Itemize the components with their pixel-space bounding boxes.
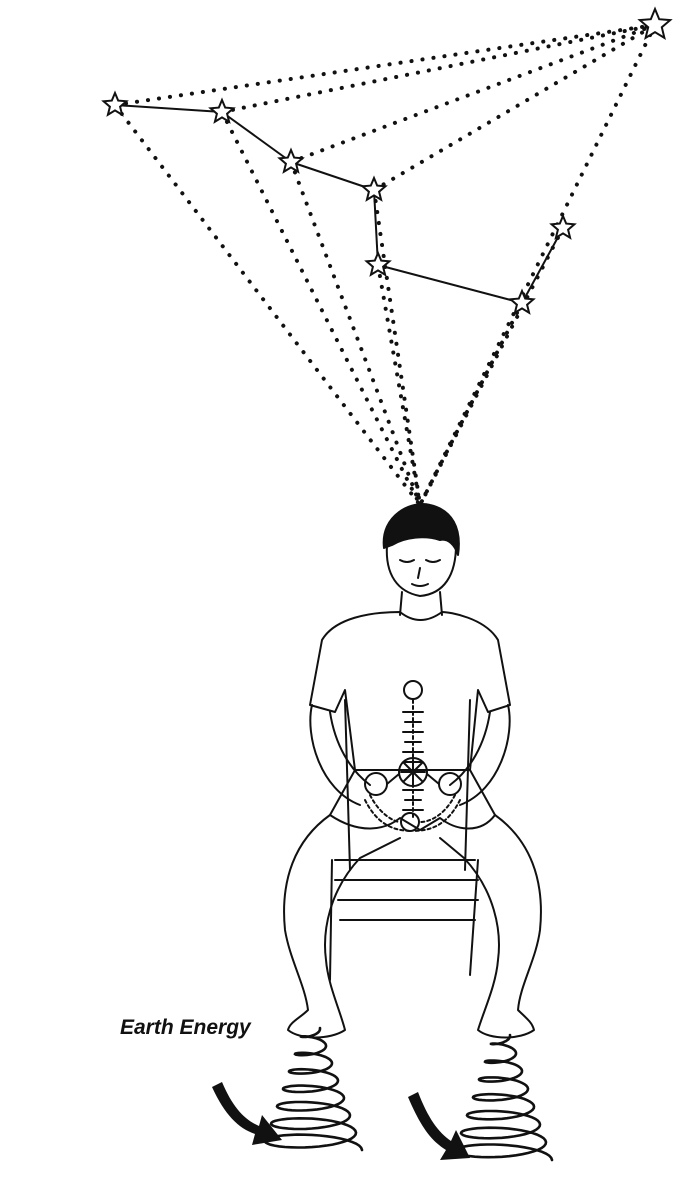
seated-person [284,504,541,1037]
head [387,545,456,596]
caption: Earth Energy [120,1016,251,1040]
earth-spirals [265,1028,552,1160]
star-icon [511,291,534,313]
pole-ray [222,25,655,112]
star-icon [280,150,303,172]
energy-centers [365,681,461,831]
star-icon [363,178,386,200]
pole-ray [374,25,655,190]
constellation-lines [115,105,563,303]
pole-ray [291,25,655,162]
right-arrow-icon [408,1092,470,1160]
star-icon [552,216,575,238]
left-leg [284,815,400,1038]
constellation-line [222,112,291,162]
star-icon [640,9,670,38]
energy-ray [115,105,420,505]
constellation-line [378,265,522,303]
left-arrow-icon [212,1082,282,1145]
hair [384,504,459,555]
left-foot-spiral [265,1028,362,1150]
constellation-line [115,105,222,112]
star-icon [104,93,127,115]
right-foot-spiral [455,1035,552,1160]
constellation-line [522,228,563,303]
energy-ray [222,112,420,505]
energy-ray [378,265,420,505]
pole-ray [115,25,655,105]
energy-ray [420,25,655,505]
right-leg [440,815,541,1038]
star-icon [367,253,390,275]
energy-ray [291,162,420,505]
